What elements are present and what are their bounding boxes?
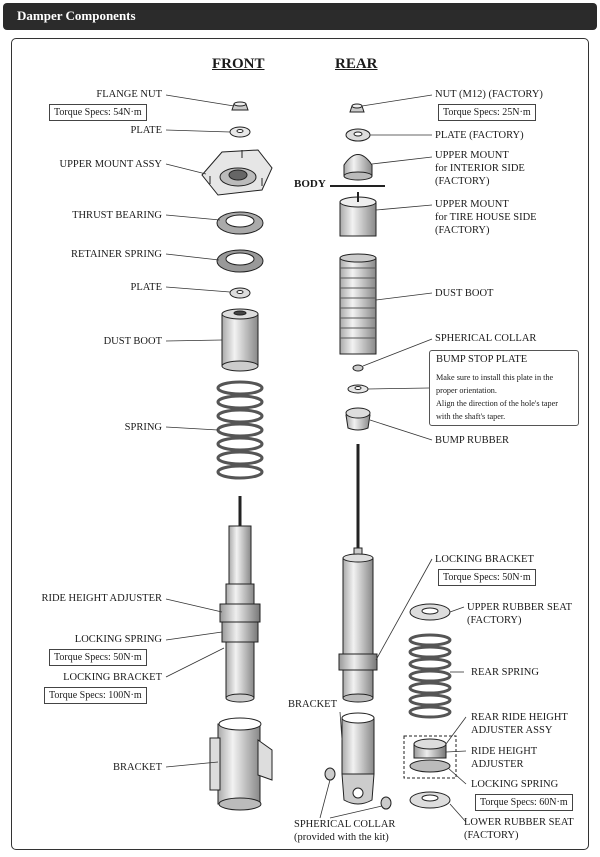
front-plate-top-part	[229, 126, 251, 138]
front-locking-spring-torque: Torque Specs: 50N·m	[49, 649, 147, 666]
rear-ride-height-adjuster-assy-label: REAR RIDE HEIGHT ADJUSTER ASSY	[471, 712, 568, 736]
section-title: Damper Components	[17, 8, 136, 23]
front-retainer-spring-part	[216, 249, 264, 273]
bump-stop-plate-title: BUMP STOP PLATE	[436, 354, 528, 365]
rear-upper-rubber-seat-label: UPPER RUBBER SEAT (FACTORY)	[467, 602, 573, 626]
bump-stop-plate-note: BUMP STOP PLATE Make sure to install thi…	[429, 350, 579, 426]
rear-upper-mount-interior-label: UPPER MOUNT for INTERIOR SIDE (FACTORY)	[435, 150, 525, 187]
front-ride-height-adjuster-label: RIDE HEIGHT ADJUSTER	[41, 593, 162, 604]
bump-note-line-4: with the shaft's taper.	[436, 412, 506, 421]
leader-lines	[165, 94, 467, 823]
rear-locking-bracket-label: LOCKING BRACKET	[435, 554, 534, 565]
front-flange-nut-part	[231, 101, 249, 111]
rear-nut-label: NUT (M12) (FACTORY)	[435, 89, 543, 100]
rear-plate-part	[345, 128, 371, 142]
rear-upper-mount-interior-part	[343, 154, 373, 181]
rear-spherical-collar-label: SPHERICAL COLLAR	[435, 333, 537, 344]
front-damper-body-part	[219, 496, 261, 703]
rear-nut-part	[349, 103, 365, 113]
front-dust-boot-part	[221, 308, 259, 372]
rear-ride-height-adjuster-part	[403, 735, 457, 779]
rear-bracket-part	[341, 712, 375, 805]
section-header: Damper Components	[3, 3, 597, 30]
rear-upper-rubber-seat-part	[409, 603, 451, 621]
rear-spring-part	[408, 633, 452, 719]
diagram-frame	[11, 38, 589, 850]
front-upper-mount-label: UPPER MOUNT ASSY	[59, 159, 162, 170]
front-locking-bracket-torque: Torque Specs: 100N·m	[44, 687, 147, 704]
bump-note-line-3: Align the direction of the hole's taper	[436, 399, 558, 408]
rear-column-title: REAR	[335, 56, 378, 72]
rear-spring-label: REAR SPRING	[471, 667, 539, 678]
rear-spherical-collar-part	[352, 364, 364, 372]
front-column-title: FRONT	[212, 56, 265, 72]
rear-spherical-collar-kit-part	[324, 767, 392, 810]
rear-locking-spring-label: LOCKING SPRING	[471, 779, 559, 790]
rear-upper-mount-tire-part	[339, 192, 377, 237]
rear-spherical-collar-kit-label: SPHERICAL COLLAR (provided with the kit)	[294, 819, 396, 843]
front-flange-nut-label: FLANGE NUT	[96, 89, 162, 100]
front-flange-nut-torque: Torque Specs: 54N·m	[49, 104, 147, 121]
front-bracket-part	[209, 717, 273, 811]
rear-ride-height-adjuster-label: RIDE HEIGHT ADJUSTER	[471, 746, 538, 770]
rear-damper-body-part	[338, 444, 378, 703]
front-thrust-bearing-label: THRUST BEARING	[72, 210, 162, 221]
rear-locking-spring-torque: Torque Specs: 60N·m	[475, 794, 573, 811]
front-spring-part	[216, 380, 264, 480]
front-locking-bracket-label: LOCKING BRACKET	[63, 672, 162, 683]
front-spring-label: SPRING	[124, 422, 162, 433]
front-bracket-label: BRACKET	[112, 762, 162, 773]
rear-lower-rubber-seat-part	[409, 791, 451, 809]
rear-lower-rubber-seat-label: LOWER RUBBER SEAT (FACTORY)	[464, 817, 574, 841]
front-locking-spring-label: LOCKING SPRING	[74, 634, 162, 645]
front-retainer-spring-label: RETAINER SPRING	[70, 249, 162, 260]
front-plate-top-label: PLATE	[130, 125, 163, 136]
rear-locking-bracket-torque: Torque Specs: 50N·m	[438, 569, 536, 586]
bump-note-line-2: proper orientation.	[436, 386, 497, 395]
rear-plate-label: PLATE (FACTORY)	[435, 130, 524, 141]
rear-bump-stop-plate-part	[347, 384, 369, 394]
front-plate-mid-part	[229, 287, 251, 299]
rear-nut-torque: Torque Specs: 25N·m	[438, 104, 536, 121]
rear-dust-boot-label: DUST BOOT	[435, 288, 494, 299]
rear-bump-rubber-part	[345, 407, 371, 431]
rear-bump-rubber-label: BUMP RUBBER	[435, 435, 510, 446]
bump-note-line-1: Make sure to install this plate in the	[436, 373, 554, 382]
front-plate-mid-label: PLATE	[130, 282, 163, 293]
rear-bracket-label: BRACKET	[288, 699, 338, 710]
front-thrust-bearing-part	[216, 211, 264, 235]
front-upper-mount-part	[201, 149, 273, 196]
rear-body-label: BODY	[294, 178, 326, 190]
rear-dust-boot-part	[339, 253, 377, 355]
rear-upper-mount-tire-label: UPPER MOUNT for TIRE HOUSE SIDE (FACTORY…	[435, 199, 537, 236]
front-dust-boot-label: DUST BOOT	[103, 336, 162, 347]
